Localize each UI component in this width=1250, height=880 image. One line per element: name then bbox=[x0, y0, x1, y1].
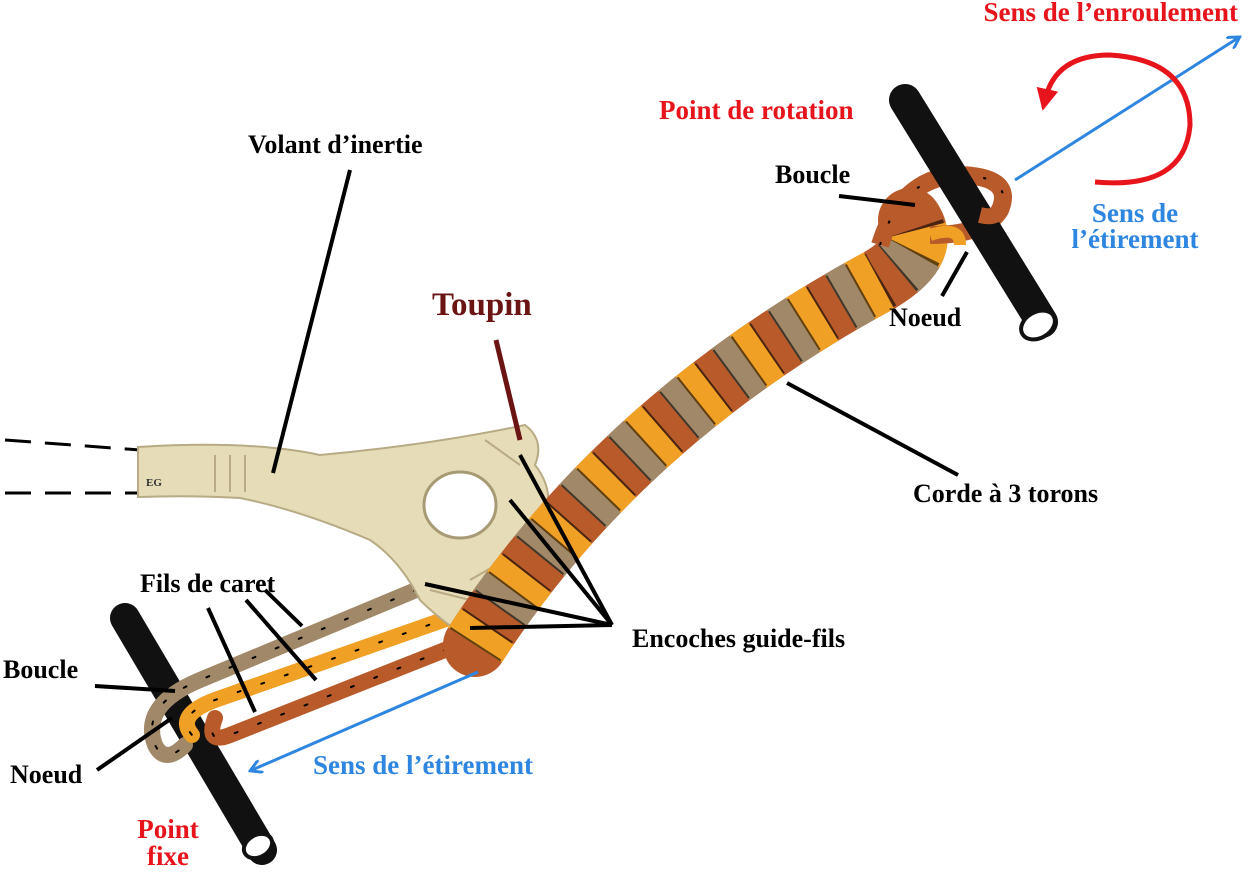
tool-mark: EG bbox=[146, 477, 162, 489]
label-toupin: Toupin bbox=[432, 287, 532, 323]
label-sens-etirement-bottom: Sens de l’étirement bbox=[313, 750, 533, 780]
stretch-arrow-icon bbox=[252, 670, 479, 770]
rotation-bar bbox=[889, 84, 1058, 342]
label-boucle-bottom: Boucle bbox=[3, 655, 78, 684]
label-noeud-top: Noeud bbox=[889, 303, 962, 332]
label-noeud-bottom: Noeud bbox=[10, 760, 83, 789]
label-point-fixe-1: Point bbox=[137, 814, 199, 844]
label-sens-etirement-top-1: Sens de bbox=[1092, 198, 1178, 228]
three-strand-rope bbox=[443, 188, 948, 677]
rotation-arrow-icon bbox=[1036, 52, 1193, 186]
label-point-rotation: Point de rotation bbox=[659, 95, 854, 125]
yarns bbox=[144, 572, 508, 763]
label-fils-caret: Fils de caret bbox=[140, 569, 276, 598]
label-volant-inertie: Volant d’inertie bbox=[248, 130, 423, 159]
label-point-fixe-2: fixe bbox=[147, 841, 189, 871]
toupin-leader-line bbox=[493, 339, 523, 441]
toupin-tool: EG bbox=[137, 423, 550, 642]
stretch-arrow-icon bbox=[1014, 38, 1238, 182]
label-boucle-top: Boucle bbox=[775, 160, 850, 189]
label-sens-etirement-top-2: l’étirement bbox=[1072, 224, 1199, 254]
label-encoches-guide-fils: Encoches guide-fils bbox=[632, 624, 845, 653]
label-corde-3-torons: Corde à 3 torons bbox=[913, 479, 1098, 508]
label-sens-enroulement: Sens de l’enroulement bbox=[984, 0, 1239, 27]
handle-dashes bbox=[4, 438, 141, 495]
leader-lines bbox=[94, 169, 969, 772]
